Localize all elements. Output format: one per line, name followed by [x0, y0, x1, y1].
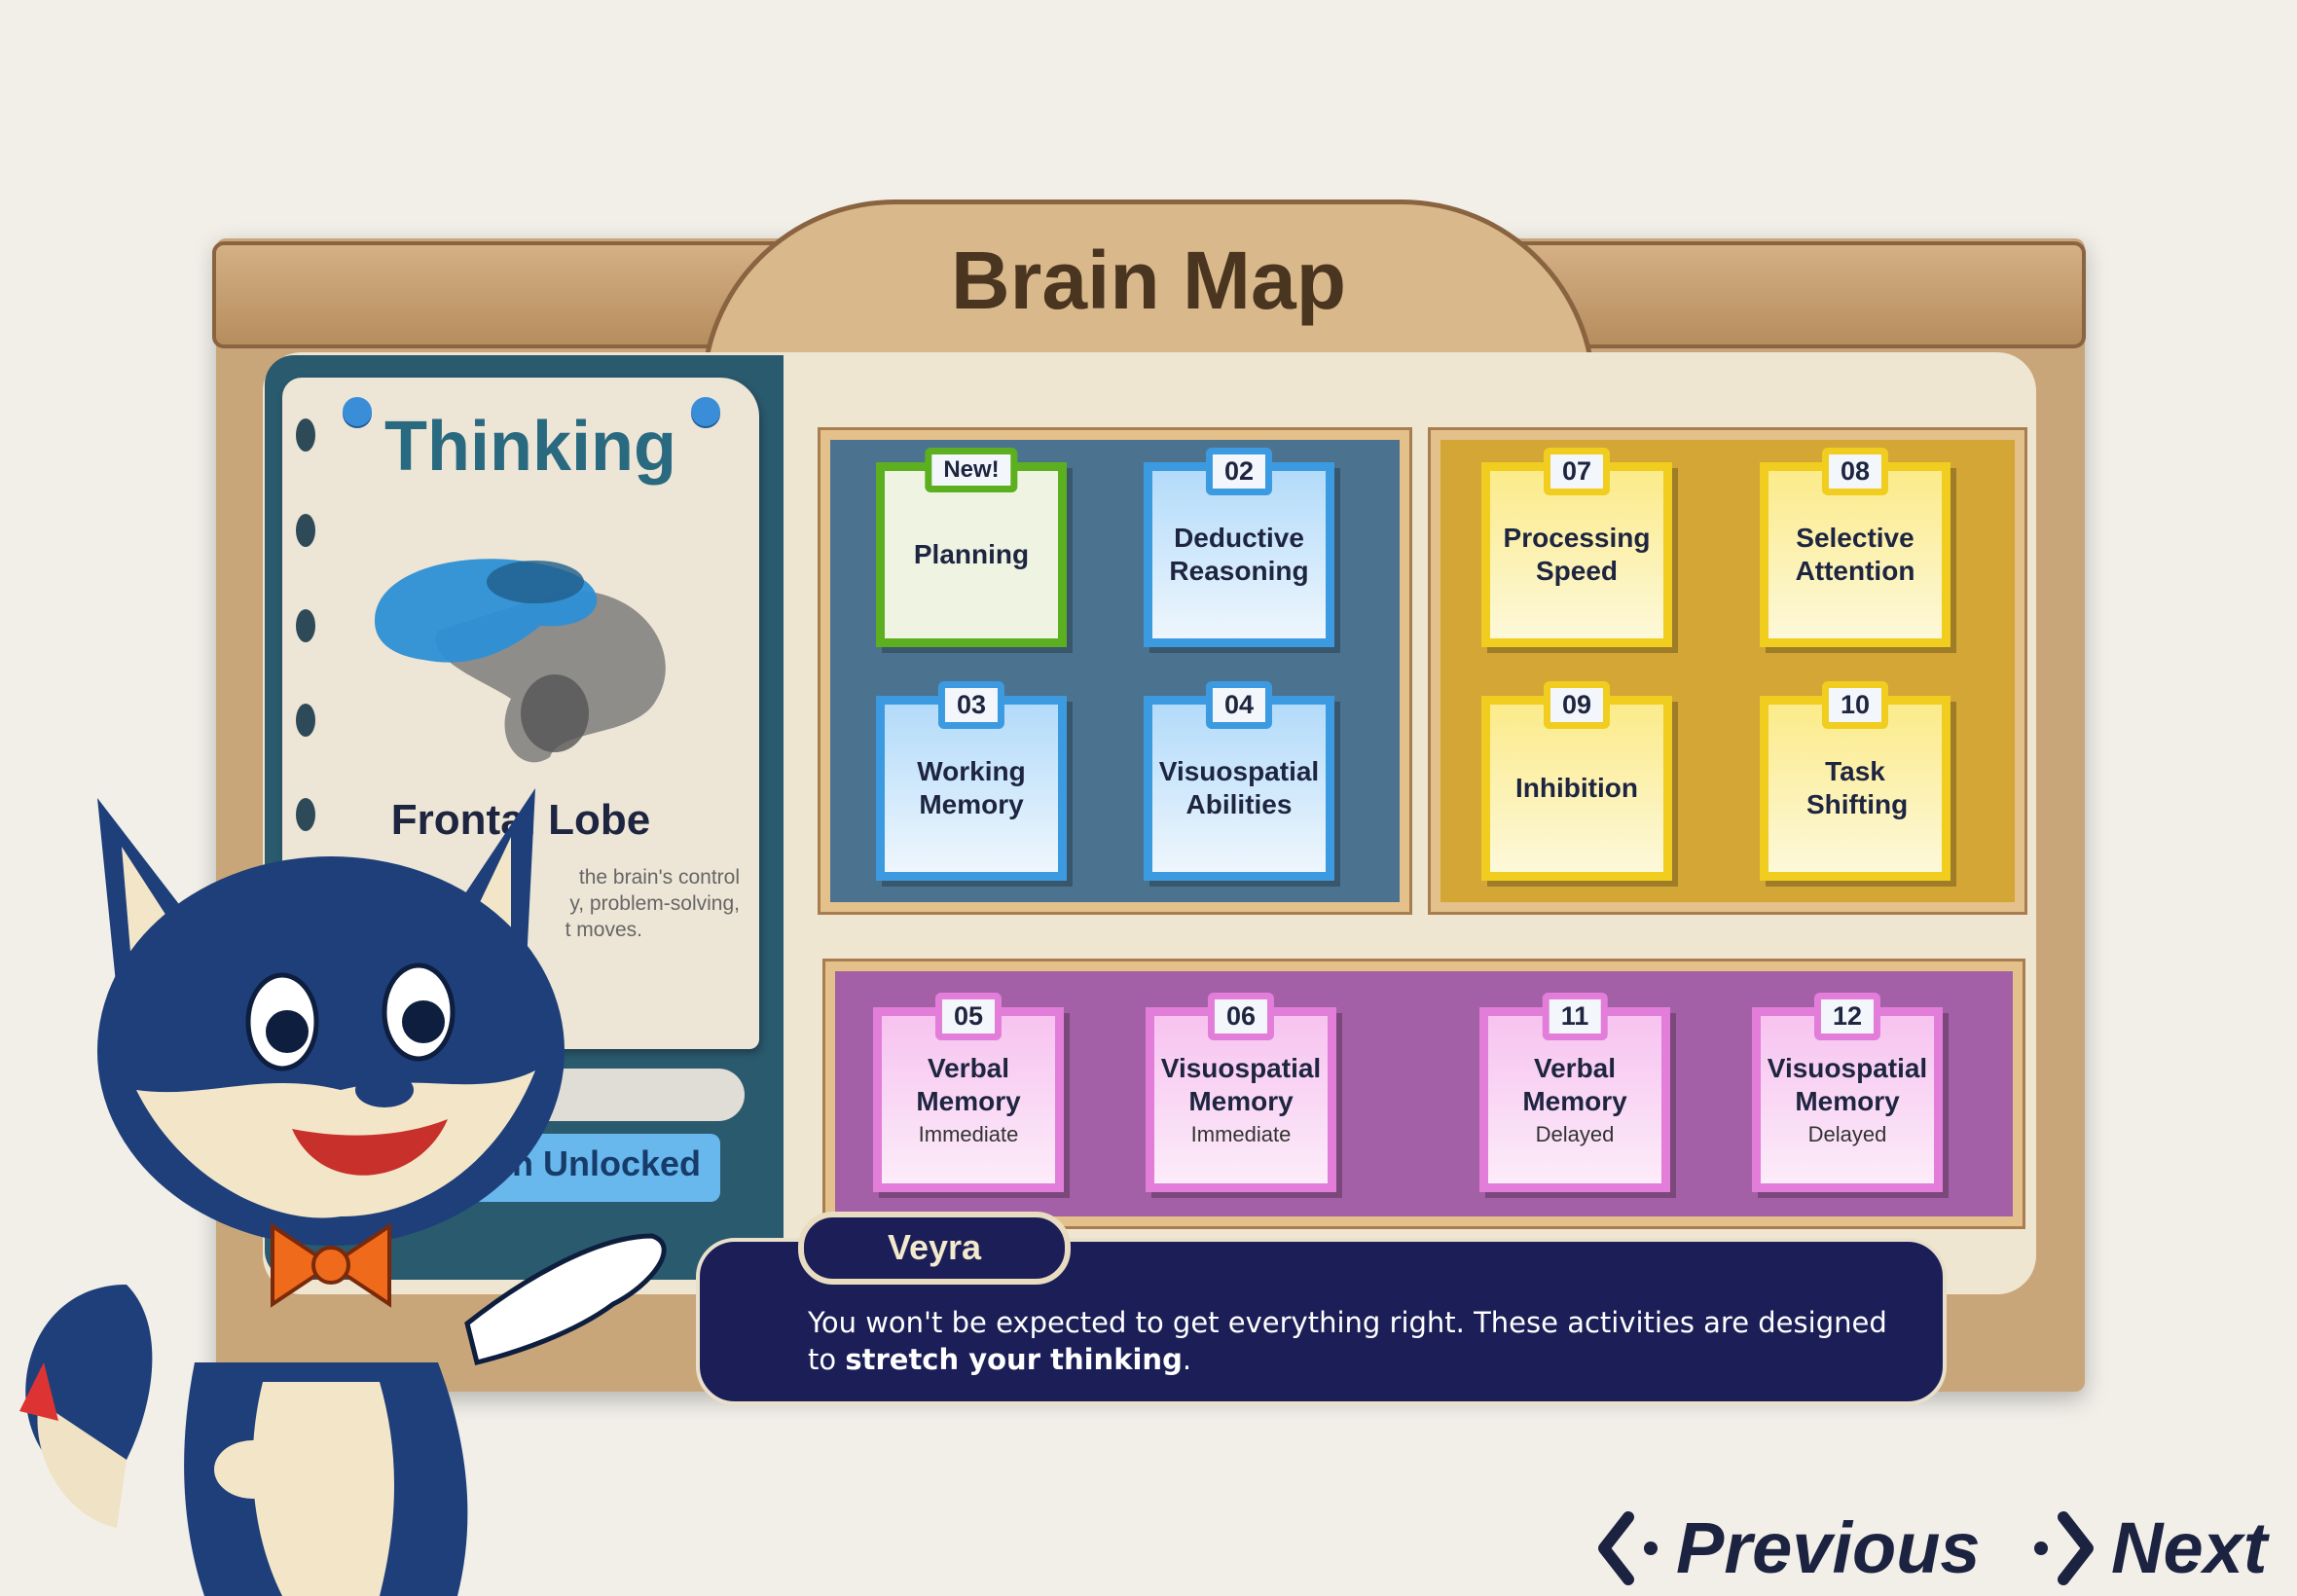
activity-card-verbal-memory-delayed[interactable]: 11 Verbal Memory Delayed: [1479, 993, 1670, 1192]
dialog-end: .: [1182, 1343, 1192, 1376]
card-title: Visuospatial Abilities: [1158, 756, 1320, 819]
fox-mascot: [19, 788, 667, 1596]
binder-hole: [296, 514, 315, 547]
description-line: y, problem-solving,: [569, 892, 740, 915]
description-line: the brain's control: [578, 866, 740, 889]
activity-card-processing-speed[interactable]: 07 Processing Speed: [1481, 448, 1672, 647]
card-number: 03: [937, 681, 1005, 729]
activity-card-visuospatial-memory-delayed[interactable]: 12 Visuospatial Memory Delayed: [1752, 993, 1943, 1192]
card-number: 12: [1813, 993, 1881, 1040]
card-subtitle: Delayed: [1535, 1122, 1615, 1146]
activity-card-visuospatial-memory-immediate[interactable]: 06 Visuospatial Memory Immediate: [1146, 993, 1336, 1192]
dialog-text: You won't be expected to get everything …: [808, 1304, 1908, 1378]
activity-card-planning[interactable]: New! Planning: [876, 448, 1067, 647]
card-number: 06: [1207, 993, 1275, 1040]
previous-button[interactable]: Previous: [1594, 1506, 1981, 1589]
speaker-name: Veyra: [798, 1212, 1071, 1285]
description-line: t moves.: [565, 919, 642, 941]
card-subtitle: Immediate: [1190, 1122, 1292, 1146]
activity-card-working-memory[interactable]: 03 Working Memory: [876, 681, 1067, 881]
card-subtitle: Delayed: [1807, 1122, 1887, 1146]
binder-hole: [296, 704, 315, 737]
chevron-right-icon: [2034, 1510, 2094, 1585]
card-number: 05: [934, 993, 1003, 1040]
binder-hole: [296, 418, 315, 452]
card-number: 11: [1542, 993, 1608, 1040]
card-title: Visuospatial Memory: [1767, 1053, 1928, 1116]
activity-card-visuospatial-abilities[interactable]: 04 Visuospatial Abilities: [1144, 681, 1334, 881]
activity-card-task-shifting[interactable]: 10 Task Shifting: [1760, 681, 1951, 881]
card-title: Planning: [913, 539, 1030, 569]
card-subtitle: Immediate: [918, 1122, 1019, 1146]
new-badge: New!: [925, 448, 1018, 492]
pushpin-icon: [343, 397, 372, 426]
card-number: 08: [1821, 448, 1889, 495]
activity-card-inhibition[interactable]: 09 Inhibition: [1481, 681, 1672, 881]
chevron-left-icon: [1598, 1510, 1658, 1585]
previous-label: Previous: [1676, 1507, 1981, 1588]
card-title: Verbal Memory: [916, 1053, 1021, 1116]
page-title: Brain Map: [950, 235, 1347, 326]
card-number: 07: [1543, 448, 1611, 495]
card-number: 10: [1821, 681, 1889, 729]
next-button[interactable]: Next: [2029, 1506, 2267, 1589]
card-number: 04: [1205, 681, 1273, 729]
brain-lobe-icon: [375, 559, 666, 763]
pushpin-icon: [691, 397, 720, 426]
binder-hole: [296, 798, 315, 831]
next-label: Next: [2111, 1507, 2268, 1588]
activity-card-selective-attention[interactable]: 08 Selective Attention: [1760, 448, 1951, 647]
card-title: Inhibition: [1515, 773, 1638, 803]
dialog-text-main: You won't be expected to get everything …: [808, 1306, 1887, 1376]
lobe-description: the brain's control y, problem-solving, …: [341, 864, 740, 943]
dialog-emphasis: stretch your thinking: [845, 1343, 1183, 1376]
category-title: Thinking: [384, 408, 676, 486]
card-title: Selective Attention: [1795, 523, 1915, 586]
card-title: Deductive Reasoning: [1169, 523, 1309, 586]
binder-hole: [296, 609, 315, 642]
card-title: Processing Speed: [1503, 523, 1651, 586]
card-number: 02: [1205, 448, 1273, 495]
card-title: Verbal Memory: [1522, 1053, 1627, 1116]
card-number: 09: [1543, 681, 1611, 729]
card-title: Working Memory: [917, 756, 1026, 819]
activity-card-verbal-memory-immediate[interactable]: 05 Verbal Memory Immediate: [873, 993, 1064, 1192]
card-title: Task Shifting: [1806, 756, 1909, 819]
card-title: Visuospatial Memory: [1160, 1053, 1322, 1116]
activity-card-deductive-reasoning[interactable]: 02 Deductive Reasoning: [1144, 448, 1334, 647]
